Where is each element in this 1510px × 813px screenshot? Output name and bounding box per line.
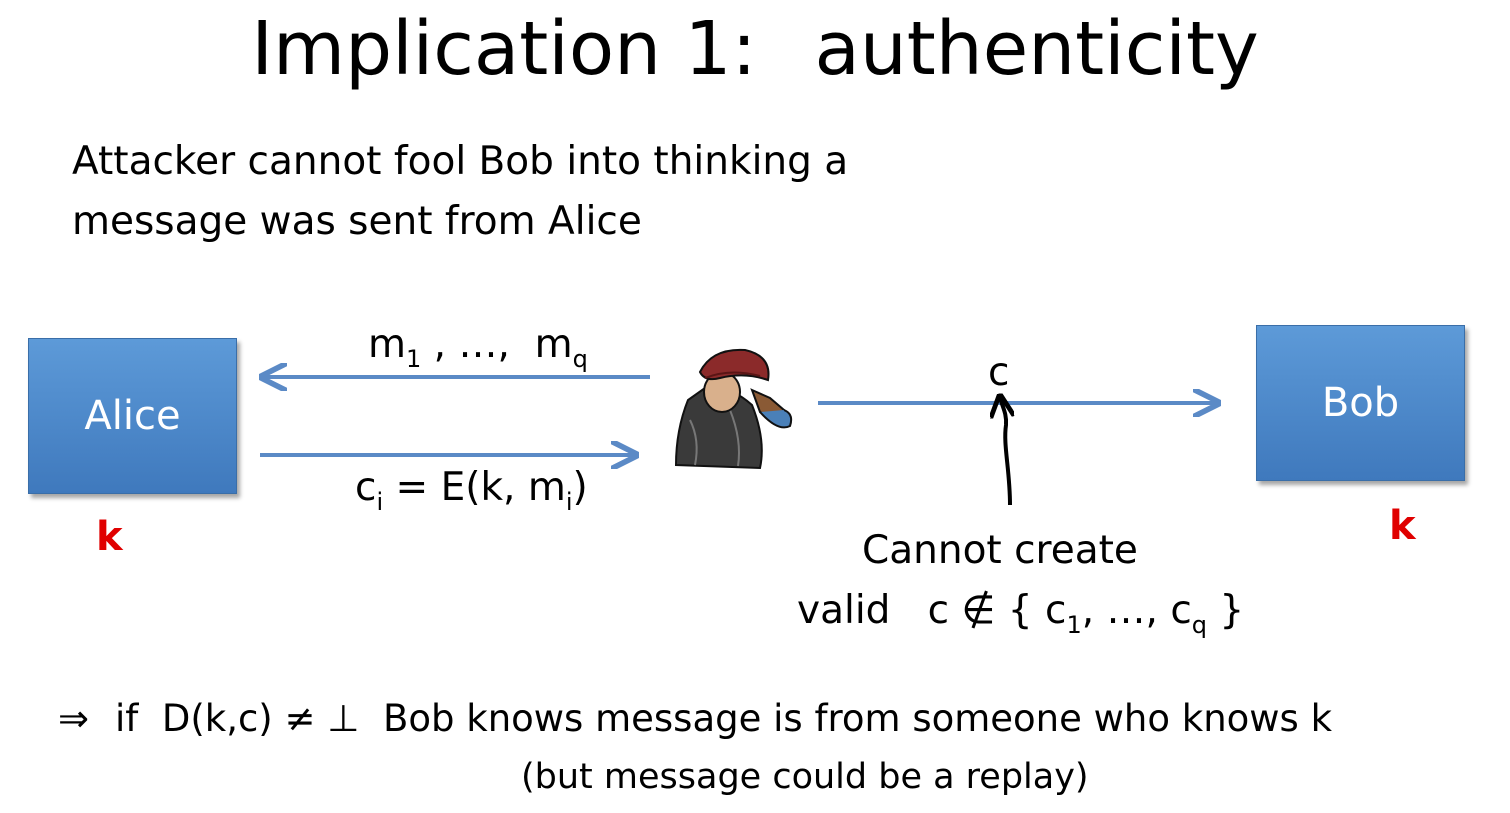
intro-line-1: Attacker cannot fool Bob into thinking a — [72, 139, 849, 184]
queries-sub-1: 1 — [406, 345, 422, 373]
conclusion-line-2: (but message could be a replay) — [521, 757, 1089, 797]
forged-ciphertext-label: c — [988, 350, 1010, 395]
ciphertexts-sub-i2: i — [565, 488, 573, 516]
implies-icon: ⇒ — [58, 697, 90, 740]
ciphertexts-sub-i: i — [376, 488, 384, 516]
bob-label: Bob — [1321, 380, 1400, 426]
attacker-figure-icon — [674, 348, 793, 470]
queries-sub-q: q — [572, 345, 588, 373]
cannot-close: } — [1207, 588, 1245, 633]
ciphertexts-c: c — [355, 465, 377, 510]
alice-label: Alice — [84, 393, 181, 439]
cannot-create-line-1: Cannot create — [862, 528, 1138, 573]
ciphertexts-close: ) — [572, 465, 588, 510]
alice-key: k — [96, 514, 123, 560]
slide-title: Implication 1: authenticity — [0, 4, 1510, 94]
bob-key: k — [1389, 503, 1416, 549]
title-part-2: authenticity — [814, 6, 1259, 92]
ciphertexts-label: ci = E(k, mi) — [355, 465, 588, 525]
conclusion-text: if D(k,c) ≠ ⊥ Bob knows message is from … — [115, 697, 1333, 740]
intro-line-2: message was sent from Alice — [72, 199, 642, 244]
queries-label: m1 , …, mq — [368, 322, 588, 382]
pointer-arrow — [1000, 396, 1010, 506]
alice-box: Alice — [28, 338, 237, 494]
queries-m-q: m — [534, 322, 573, 367]
bob-box: Bob — [1256, 325, 1465, 481]
queries-m: m — [368, 322, 406, 367]
ciphertexts-eq: = E(k, m — [383, 465, 566, 510]
title-part-1: Implication 1: — [251, 6, 757, 92]
cannot-sub-q: q — [1191, 611, 1208, 639]
queries-middle: , …, — [421, 322, 535, 367]
cannot-sub-1: 1 — [1066, 611, 1082, 639]
cannot-mid: , …, c — [1081, 588, 1192, 633]
conclusion-line-1: ⇒ if D(k,c) ≠ ⊥ Bob knows message is from… — [58, 696, 1332, 742]
cannot-prefix: valid c ∉ { c — [797, 588, 1067, 633]
cannot-create-line-2: valid c ∉ { c1, …, cq } — [797, 588, 1244, 648]
